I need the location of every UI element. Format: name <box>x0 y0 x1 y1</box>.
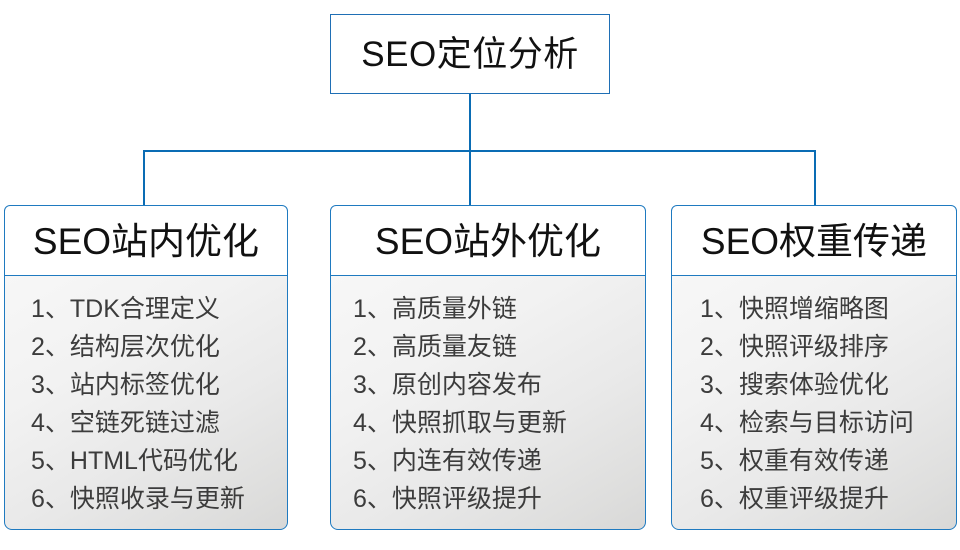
branch-header-3[interactable]: SEO权重传递 <box>671 205 957 277</box>
list-item-index: 1、 <box>700 295 739 324</box>
list-item-index: 6、 <box>353 485 392 514</box>
list-item-index: 3、 <box>700 371 739 400</box>
list-item-index: 5、 <box>700 447 739 476</box>
list-item: 4、 快照抓取与更新 <box>353 406 667 441</box>
branch-body-2: 1、 高质量外链 2、 高质量友链 3、 原创内容发布 4、 快照抓取与更新 5… <box>330 275 646 531</box>
list-item-text: 空链死链过滤 <box>69 409 220 438</box>
branch-item-list-3: 1、 快照增缩略图 2、 快照评级排序 3、 搜索体验优化 4、 检索与目标访问… <box>672 292 960 517</box>
list-item-text: 权重有效传递 <box>738 447 889 476</box>
list-item-text: 站内标签优化 <box>69 371 220 400</box>
list-item-text: 检索与目标访问 <box>738 409 914 438</box>
list-item: 1、 TDK合理定义 <box>31 292 313 327</box>
list-item-index: 4、 <box>700 409 739 438</box>
list-item-index: 3、 <box>353 371 392 400</box>
list-item: 1、 高质量外链 <box>353 292 667 327</box>
list-item-index: 1、 <box>353 295 392 324</box>
list-item-index: 6、 <box>31 485 70 514</box>
list-item: 2、 结构层次优化 <box>31 330 313 365</box>
connector-vertical-branch-1 <box>143 150 145 206</box>
list-item: 3、 原创内容发布 <box>353 368 667 403</box>
list-item-text: HTML代码优化 <box>69 447 238 476</box>
list-item-index: 5、 <box>353 447 392 476</box>
list-item: 2、 高质量友链 <box>353 330 667 365</box>
branch-column-1: SEO站内优化 1、 TDK合理定义 2、 结构层次优化 3、 站内标签优化 4… <box>4 205 288 532</box>
list-item-text: 内连有效传递 <box>391 447 542 476</box>
list-item-index: 4、 <box>353 409 392 438</box>
list-item-index: 3、 <box>31 371 70 400</box>
branch-item-list-1: 1、 TDK合理定义 2、 结构层次优化 3、 站内标签优化 4、 空链死链过滤… <box>5 292 313 517</box>
list-item-text: 快照抓取与更新 <box>391 409 567 438</box>
list-item: 5、 HTML代码优化 <box>31 444 313 479</box>
branch-title-2: SEO站外优化 <box>374 220 602 262</box>
list-item-text: TDK合理定义 <box>69 295 220 324</box>
list-item-index: 1、 <box>31 295 70 324</box>
connector-vertical-root <box>469 94 471 151</box>
list-item-index: 2、 <box>700 333 739 362</box>
list-item-text: 快照收录与更新 <box>69 485 245 514</box>
list-item-text: 快照评级提升 <box>391 485 542 514</box>
list-item-index: 2、 <box>353 333 392 362</box>
branch-column-2: SEO站外优化 1、 高质量外链 2、 高质量友链 3、 原创内容发布 4、 快 <box>330 205 646 532</box>
list-item-text: 权重评级提升 <box>738 485 889 514</box>
list-item: 2、 快照评级排序 <box>700 330 960 365</box>
connector-vertical-branch-3 <box>814 150 816 206</box>
list-item: 5、 内连有效传递 <box>353 444 667 479</box>
list-item-index: 4、 <box>31 409 70 438</box>
list-item-text: 结构层次优化 <box>69 333 220 362</box>
root-node-label: SEO定位分析 <box>361 34 579 74</box>
list-item-index: 5、 <box>31 447 70 476</box>
list-item-text: 高质量友链 <box>391 333 517 362</box>
branch-column-3: SEO权重传递 1、 快照增缩略图 2、 快照评级排序 3、 搜索体验优化 4、 <box>671 205 957 532</box>
list-item-text: 搜索体验优化 <box>738 371 889 400</box>
list-item: 6、 快照收录与更新 <box>31 482 313 517</box>
list-item: 5、 权重有效传递 <box>700 444 960 479</box>
list-item: 4、 空链死链过滤 <box>31 406 313 441</box>
list-item: 3、 搜索体验优化 <box>700 368 960 403</box>
list-item: 6、 权重评级提升 <box>700 482 960 517</box>
list-item-text: 快照增缩略图 <box>738 295 889 324</box>
list-item: 1、 快照增缩略图 <box>700 292 960 327</box>
root-node-seo-positioning-analysis[interactable]: SEO定位分析 <box>330 14 610 94</box>
list-item: 4、 检索与目标访问 <box>700 406 960 441</box>
list-item-text: 原创内容发布 <box>391 371 542 400</box>
connector-horizontal-bus <box>143 150 815 152</box>
branch-title-3: SEO权重传递 <box>700 220 928 262</box>
branch-title-1: SEO站内优化 <box>32 220 260 262</box>
branch-header-2[interactable]: SEO站外优化 <box>330 205 646 277</box>
list-item-text: 高质量外链 <box>391 295 517 324</box>
branch-body-3: 1、 快照增缩略图 2、 快照评级排序 3、 搜索体验优化 4、 检索与目标访问… <box>671 275 960 531</box>
branch-header-1[interactable]: SEO站内优化 <box>4 205 288 277</box>
list-item-index: 2、 <box>31 333 70 362</box>
list-item: 3、 站内标签优化 <box>31 368 313 403</box>
list-item-text: 快照评级排序 <box>738 333 889 362</box>
branch-item-list-2: 1、 高质量外链 2、 高质量友链 3、 原创内容发布 4、 快照抓取与更新 5… <box>331 292 667 517</box>
connector-vertical-branch-2 <box>469 150 471 206</box>
branch-body-1: 1、 TDK合理定义 2、 结构层次优化 3、 站内标签优化 4、 空链死链过滤… <box>4 275 288 531</box>
list-item-index: 6、 <box>700 485 739 514</box>
list-item: 6、 快照评级提升 <box>353 482 667 517</box>
